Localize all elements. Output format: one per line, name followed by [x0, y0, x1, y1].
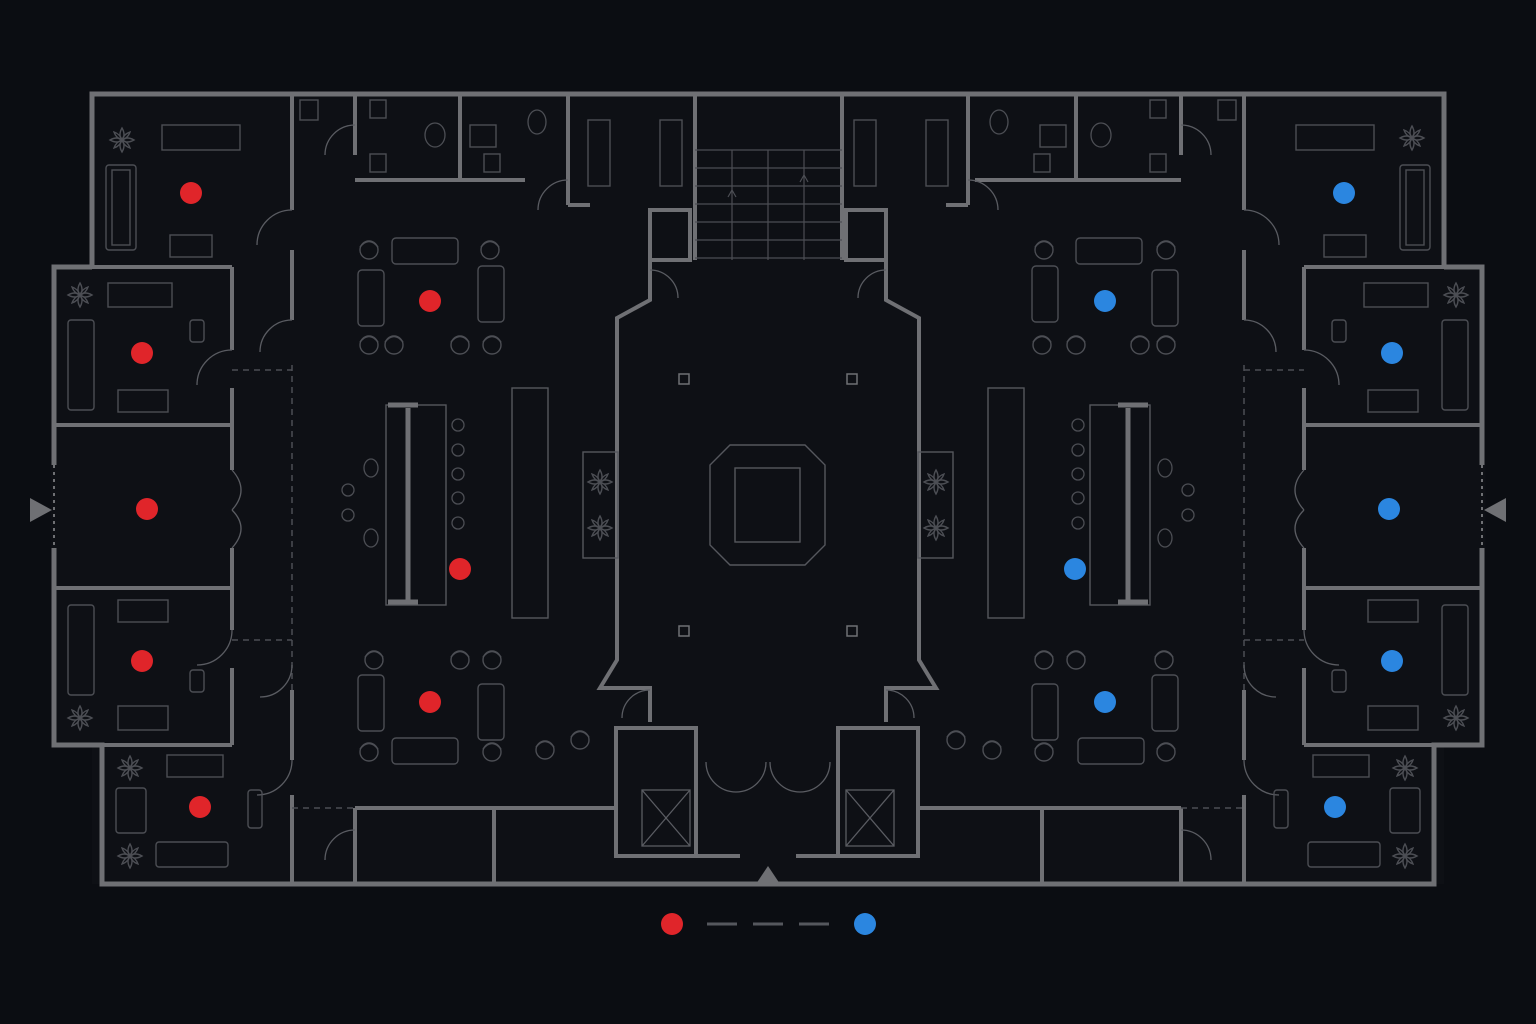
- blue-player-marker[interactable]: [1378, 498, 1400, 520]
- door-icon: [196, 124, 1340, 861]
- central-fountain: [709, 444, 826, 566]
- planter: [582, 451, 954, 559]
- blue-player-marker[interactable]: [1094, 290, 1116, 312]
- blue-player-marker[interactable]: [1381, 650, 1403, 672]
- blue-player-marker[interactable]: [1064, 558, 1086, 580]
- red-team-dot: [661, 913, 683, 935]
- red-player-marker[interactable]: [131, 342, 153, 364]
- blue-player-marker[interactable]: [1333, 182, 1355, 204]
- red-player-marker[interactable]: [449, 558, 471, 580]
- blue-team-dot: [854, 913, 876, 935]
- south-entry-icon[interactable]: [756, 866, 780, 884]
- legend: [661, 913, 876, 935]
- staircase-icon: [695, 149, 842, 260]
- bar-counter: [388, 402, 1148, 605]
- red-player-marker[interactable]: [189, 796, 211, 818]
- blue-player-marker[interactable]: [1381, 342, 1403, 364]
- red-player-marker[interactable]: [131, 650, 153, 672]
- red-player-marker[interactable]: [180, 182, 202, 204]
- pillar-icon: [678, 373, 858, 637]
- toilet-icon: [424, 109, 1112, 148]
- blue-player-marker[interactable]: [1094, 691, 1116, 713]
- red-team-players: [131, 182, 471, 818]
- east-entry-icon[interactable]: [1484, 498, 1506, 522]
- partitions: [232, 365, 1304, 809]
- red-player-marker[interactable]: [419, 290, 441, 312]
- red-player-marker[interactable]: [136, 498, 158, 520]
- interior-walls: [54, 94, 1482, 884]
- elevator-icon: [641, 789, 895, 847]
- blue-player-marker[interactable]: [1324, 796, 1346, 818]
- stool-row: [341, 418, 1195, 548]
- sofa-icon: [67, 99, 1469, 868]
- entry-markers: [30, 498, 1506, 884]
- red-player-marker[interactable]: [419, 691, 441, 713]
- west-entry-icon[interactable]: [30, 498, 52, 522]
- blue-team-players: [1064, 182, 1403, 818]
